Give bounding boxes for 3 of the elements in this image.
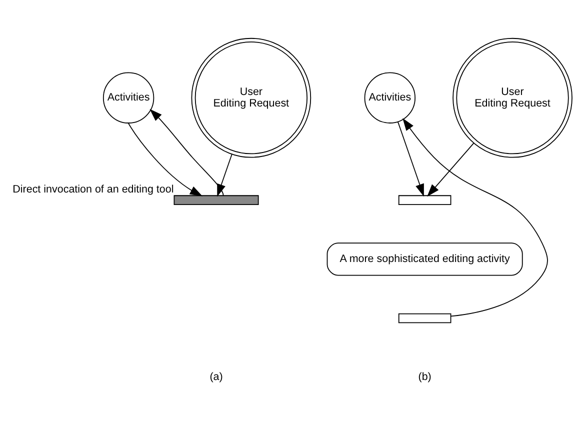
- node-label: Direct invocation of an editing tool: [12, 183, 174, 196]
- label: (a): [210, 370, 223, 383]
- label: (b): [418, 370, 432, 383]
